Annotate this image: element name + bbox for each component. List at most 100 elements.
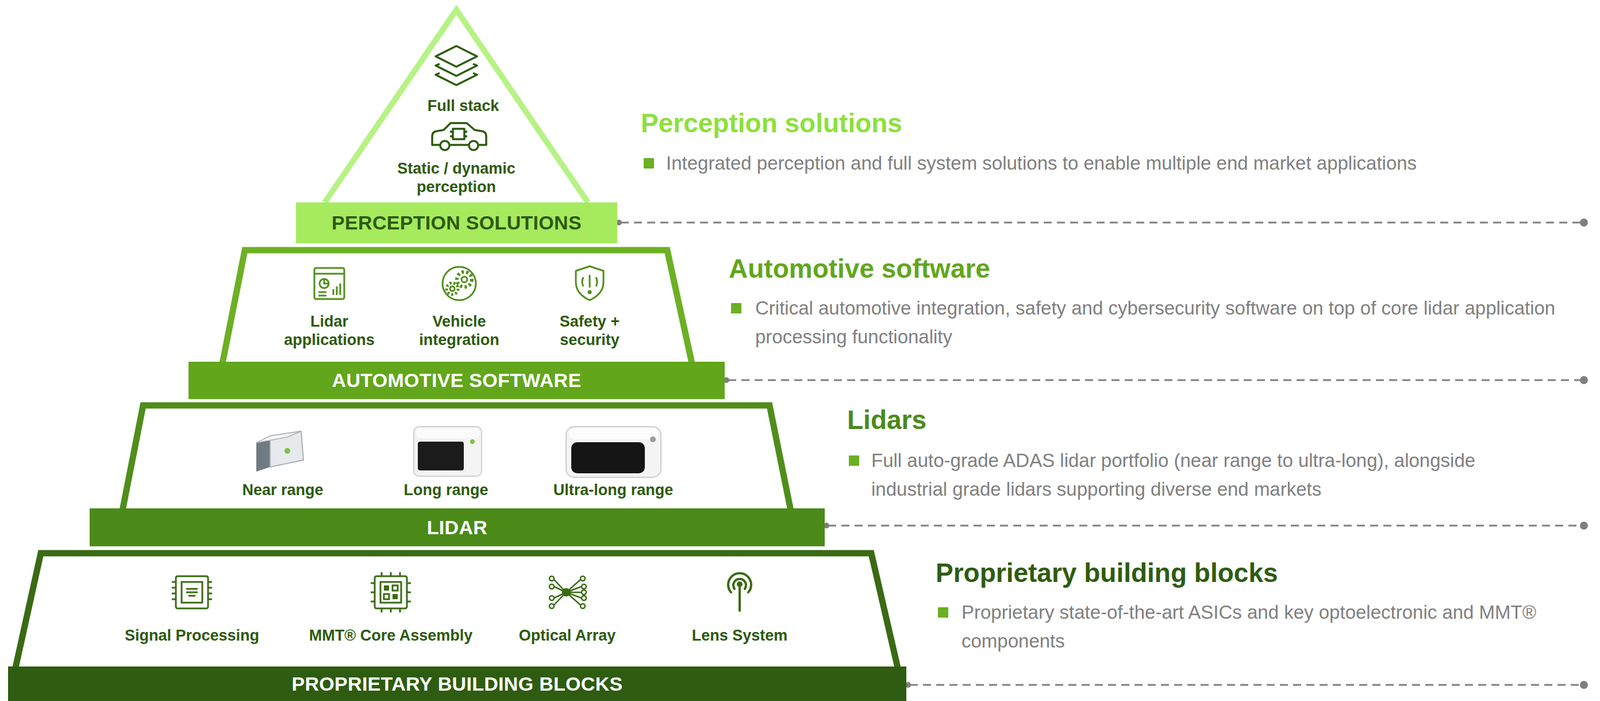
array-node — [549, 583, 555, 589]
tier-label: Ultra-long range — [553, 480, 674, 499]
band-label: AUTOMOTIVE SOFTWARE — [332, 368, 582, 392]
chip-cell — [383, 593, 390, 599]
band-label: PERCEPTION SOLUTIONS — [331, 211, 582, 234]
section-bullet: Full auto-grade ADAS lidar portfolio (ne… — [871, 445, 1504, 504]
array-node — [549, 595, 555, 600]
building-blocks-tier: Signal Processing MMT® Core Assembly Optic… — [9, 548, 904, 668]
chip-outline — [374, 575, 407, 609]
chip-outline — [175, 575, 209, 609]
tier-label: Signal Processing — [124, 625, 260, 645]
lidar-window — [571, 441, 645, 473]
array-lines — [554, 579, 582, 605]
tier-label: Full stack — [427, 96, 500, 115]
layer-shape — [435, 45, 478, 67]
bullet-square — [937, 606, 949, 618]
chip-cell — [383, 585, 390, 591]
band-label: LIDAR — [427, 516, 488, 539]
app-chart-icon — [314, 267, 345, 299]
layer-shape — [435, 72, 478, 86]
exclamation-dot — [588, 290, 591, 294]
lidar-top — [568, 427, 659, 440]
chip-core — [380, 581, 402, 603]
car-chip — [452, 128, 465, 140]
tier-outline — [9, 548, 904, 668]
exclamation-bar — [589, 274, 591, 288]
lidar-top — [416, 427, 480, 438]
pie-slice — [324, 278, 329, 284]
chip-cell — [392, 593, 398, 599]
tier-outline-line — [222, 250, 692, 364]
tier-label: Static / dynamic perception — [375, 159, 537, 196]
array-node — [581, 583, 587, 589]
section-heading: Proprietary building blocks — [935, 557, 1279, 588]
gear-teeth — [456, 271, 472, 287]
lidar-body — [566, 426, 661, 478]
leader-line — [828, 524, 1581, 527]
lidar-band: LIDAR — [89, 508, 825, 546]
car-body — [432, 122, 487, 145]
leader-dot — [1579, 375, 1588, 384]
lens-system-icon — [728, 572, 752, 611]
ultra-long-range-lidar — [566, 426, 661, 478]
lidar-window — [417, 441, 464, 471]
leader-dot — [1579, 521, 1588, 530]
tier-outline-line — [122, 405, 791, 511]
lens-stem — [738, 587, 741, 611]
text-lines — [318, 291, 327, 296]
lens-center — [736, 581, 743, 587]
lidar-logo — [470, 439, 475, 444]
gear-teeth — [446, 282, 459, 295]
chip-cell — [392, 585, 398, 591]
band-label: PROPRIETARY BUILDING BLOCKS — [291, 672, 623, 695]
tier-label: Long range — [404, 480, 489, 499]
car-wheel — [468, 140, 479, 150]
bullet-square — [643, 158, 655, 169]
software-tier: Lidar applicationsVehicle integrationSaf… — [217, 245, 698, 364]
core-assembly-icon — [370, 571, 411, 613]
bar-chart — [333, 283, 341, 295]
long-range-lidar — [413, 426, 482, 476]
section-heading: Automotive software — [728, 253, 991, 284]
leader-dots — [616, 218, 1588, 689]
shield-outline — [575, 266, 604, 300]
array-node — [549, 575, 555, 581]
tier-outline-line — [324, 9, 588, 203]
gear-hub — [461, 276, 468, 283]
array-node — [549, 603, 555, 609]
tier-label: MMT® Core Assembly — [309, 625, 473, 645]
leader-dot — [1579, 680, 1588, 689]
section-heading: Lidars — [847, 404, 927, 436]
section-bullet: Proprietary state-of-the-art ASICs and k… — [961, 597, 1583, 656]
section-bullet: Integrated perception and full system so… — [666, 148, 1586, 178]
leader-line — [728, 379, 1581, 382]
leader-line — [909, 683, 1581, 686]
chip-lines — [186, 588, 198, 596]
tier-label: Vehicle integration — [397, 312, 522, 349]
gear-ring — [442, 266, 476, 300]
perception-tier: Full stackStatic / dynamic perception — [319, 3, 595, 203]
lidar-top — [256, 431, 302, 443]
gears-icon — [442, 266, 476, 300]
tier-outline-line — [15, 552, 898, 668]
lidar-tier: Near range Long range Ultra-long range — [117, 401, 797, 511]
tier-label: Lens System — [691, 625, 788, 645]
bullet-square — [731, 302, 742, 314]
leader-line — [620, 221, 1581, 224]
array-node — [581, 595, 587, 600]
chip-core — [181, 581, 203, 603]
section-bullet: Critical automotive integration, safety … — [755, 293, 1572, 352]
chip-pins — [171, 581, 213, 599]
layer-shape — [435, 63, 478, 76]
layers-icon — [435, 45, 478, 86]
software-band: AUTOMOTIVE SOFTWARE — [188, 361, 725, 399]
array-hub — [562, 588, 570, 596]
tier-label: Near range — [241, 480, 323, 499]
perception-band: PERCEPTION SOLUTIONS — [295, 202, 618, 244]
tier-label: Optical Array — [518, 625, 617, 645]
car-wheel — [440, 140, 450, 150]
chip-pins — [370, 571, 411, 613]
bullet-square — [848, 455, 860, 466]
car-chip-pins — [450, 131, 468, 137]
lidar-logo — [284, 447, 291, 454]
